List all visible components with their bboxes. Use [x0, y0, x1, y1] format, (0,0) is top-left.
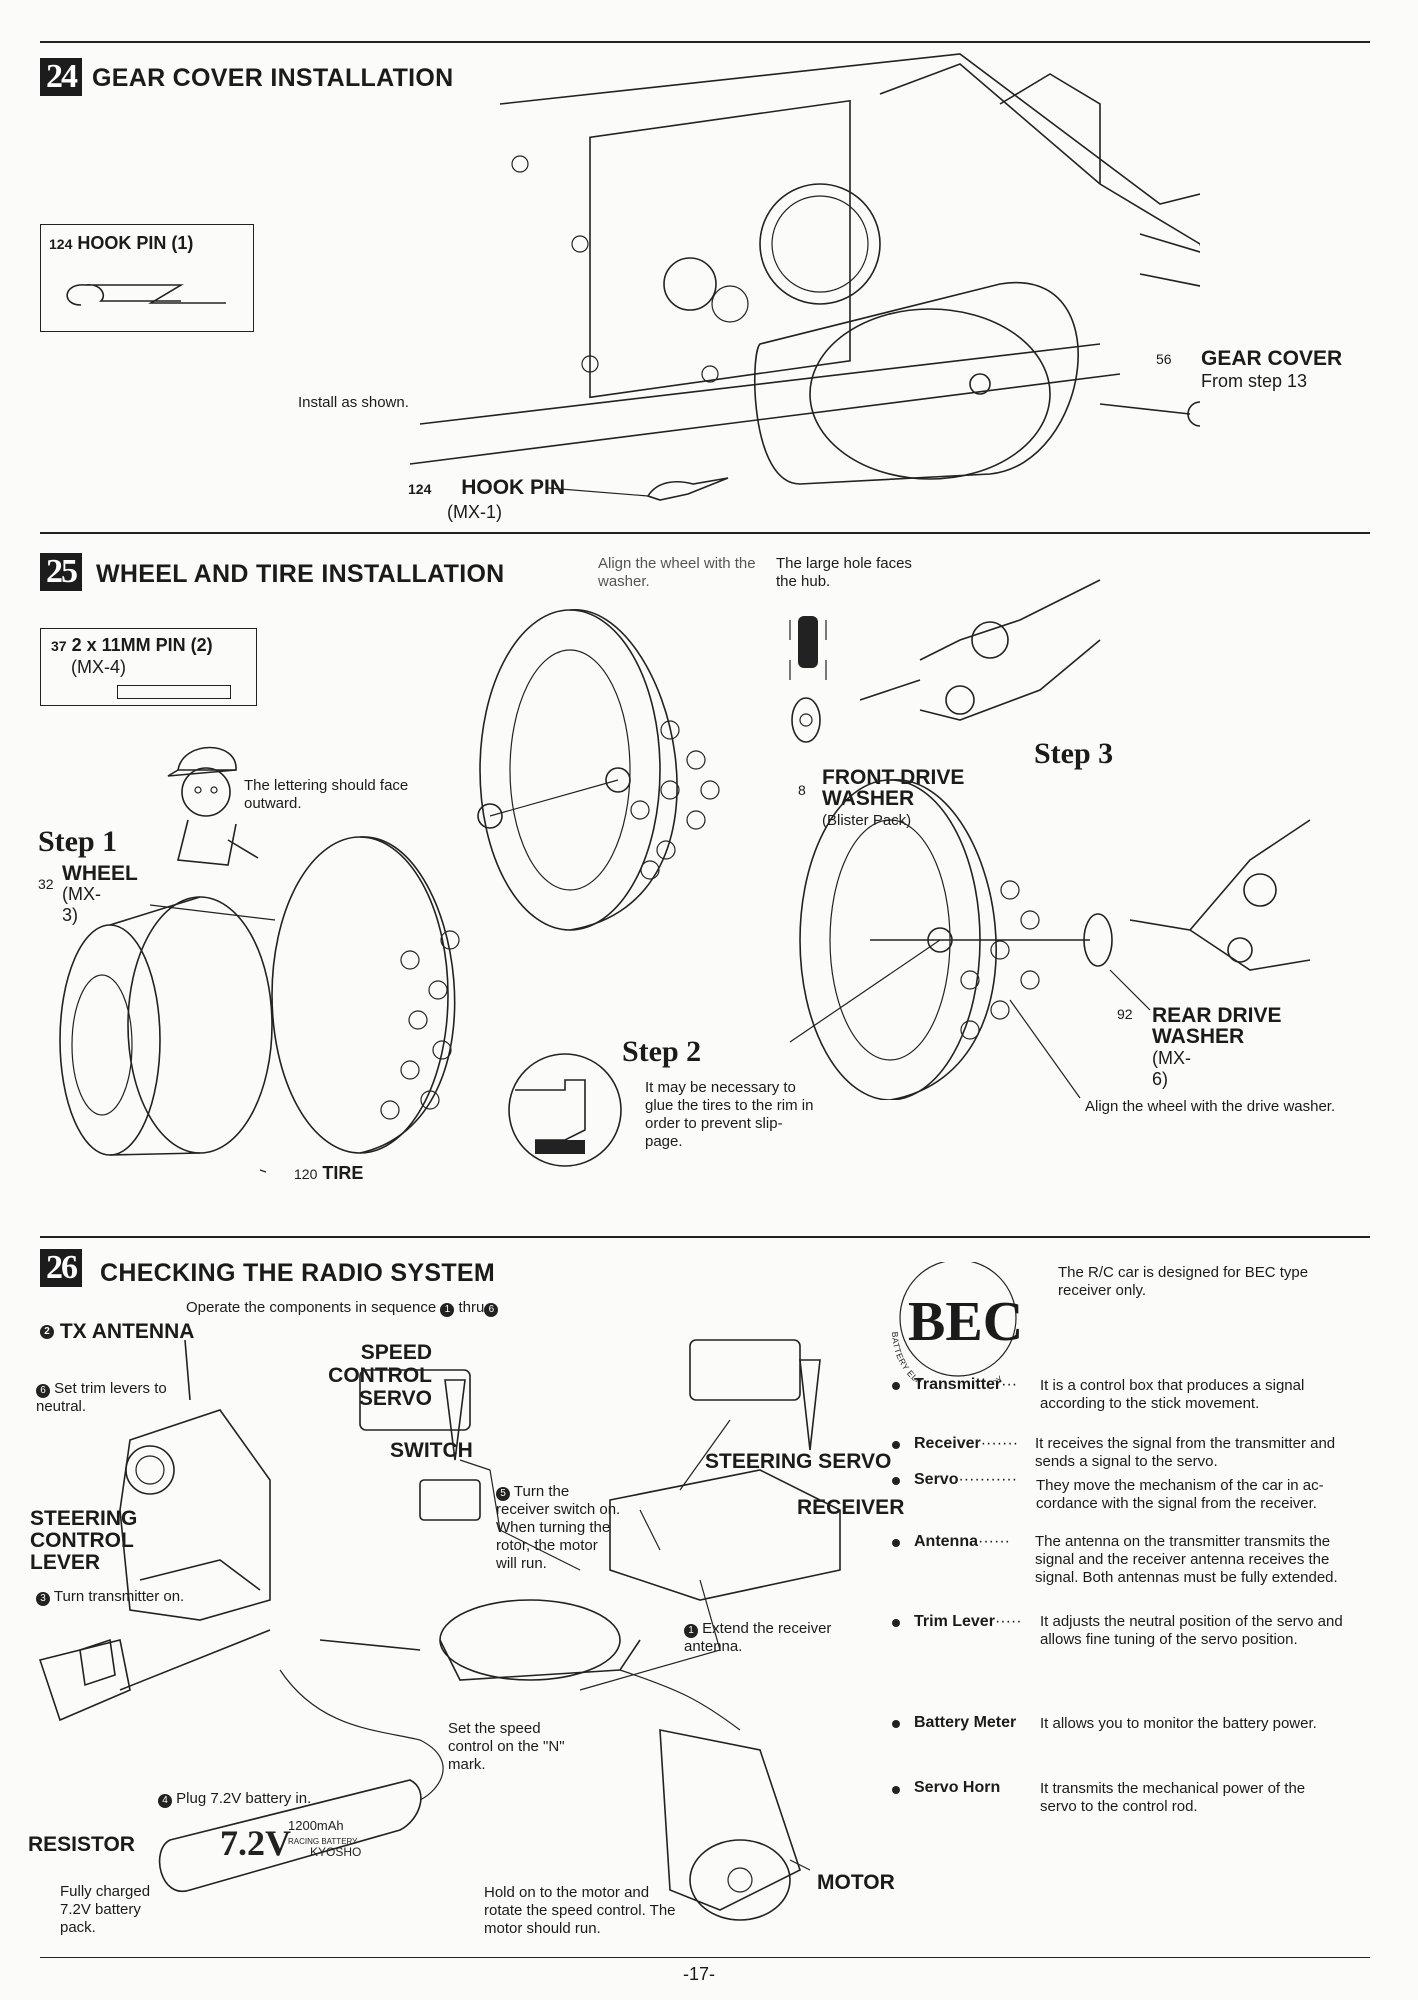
part-number: 92 [1117, 1006, 1133, 1022]
svg-text:BEC: BEC [908, 1291, 1023, 1353]
step-2-note: It may be necessary to glue the tires to… [645, 1079, 814, 1150]
step-1-drawing [59, 836, 460, 1173]
step-1-title: Step 1 [38, 825, 118, 858]
kyosho-mascot-drawing [167, 746, 259, 866]
bullet [892, 1539, 900, 1547]
step-3-drawing [789, 779, 1311, 1100]
glossary-term: Receiver······· [914, 1435, 1019, 1452]
hook-pin-code: (MX-1) [447, 502, 502, 522]
glossary-desc: It transmits the mechanical power of the… [1040, 1780, 1306, 1815]
steering-servo-label: STEERING SERVO [705, 1450, 892, 1473]
part-number: 124 [408, 481, 432, 497]
section-divider-24-25 [40, 532, 1370, 534]
svg-text:1200mAh: 1200mAh [288, 1818, 344, 1833]
part-number: 32 [38, 876, 54, 892]
part-number: 120 [294, 1166, 318, 1182]
section-24-title: GEAR COVER INSTALLATION [92, 64, 454, 92]
pin-icon [117, 685, 231, 699]
glossary-desc: It allows you to monitor the battery pow… [1040, 1715, 1317, 1732]
part-number: 37 [51, 638, 67, 654]
page-number: -17- [683, 1964, 716, 1984]
turn-rx-callout: 5 Turn the receiver switch on. When turn… [496, 1483, 621, 1572]
bullet [892, 1441, 900, 1449]
glossary-desc: It is a control box that produces a sign… [1040, 1377, 1305, 1412]
steering-lever-label: STEERING CONTROL LEVER [30, 1507, 138, 1574]
battery-pack-note: Fully charged 7.2V battery pack. [60, 1883, 151, 1936]
glossary-desc: It receives the signal from the transmit… [1035, 1435, 1336, 1470]
glossary-desc: They move the mechanism of the car in ac… [1036, 1477, 1324, 1512]
gear-cover-drawing [409, 53, 1200, 485]
extend-antenna-callout: 1 Extend the receiver antenna. [684, 1620, 832, 1655]
trim-callout: 6 Set trim levers to neutral. [36, 1380, 167, 1415]
part-number: 8 [798, 782, 806, 798]
step-2-detail-drawing [508, 1053, 622, 1167]
svg-text:RACING BATTERY: RACING BATTERY [288, 1837, 358, 1846]
align-drive-note: Align the wheel with the drive washer. [1085, 1098, 1336, 1115]
bullet [892, 1477, 900, 1485]
section-divider-25-26 [40, 1236, 1370, 1238]
hook-pin-parts-box: 124 HOOK PIN (1) [40, 224, 254, 332]
hook-pin-box-label: 124 HOOK PIN (1) [49, 233, 194, 253]
speed-n-note: Set the speed control on the "N" mark. [448, 1720, 565, 1773]
bullet [892, 1382, 900, 1390]
sequence-note: Operate the components in sequence 1 thr… [186, 1299, 499, 1317]
motor-label: MOTOR [817, 1871, 895, 1894]
resistor-label: RESISTOR [28, 1833, 135, 1856]
tire-callout: 120 TIRE [294, 1163, 364, 1183]
glossary-term: Battery Meter [914, 1714, 1017, 1731]
section-26-number: 26 [40, 1249, 82, 1287]
part-number: 56 [1156, 351, 1172, 367]
glossary-term: Servo Horn [914, 1779, 1001, 1796]
part-number: 124 [49, 236, 73, 252]
align-washer-note: Align the wheel with the washer. [598, 555, 756, 590]
hook-pin-leader [548, 477, 729, 501]
glossary-term: Servo··········· [914, 1471, 1018, 1488]
front-hub-drawing [789, 579, 1101, 743]
large-hole-note: The large hole faces the hub. [776, 555, 912, 590]
step-2-wheel-drawing [477, 609, 720, 931]
glossary-desc: It adjusts the neutral position of the s… [1040, 1613, 1343, 1648]
bullet [892, 1720, 900, 1728]
section-26-title: CHECKING THE RADIO SYSTEM [100, 1259, 496, 1287]
pin-parts-box: 37 2 x 11MM PIN (2) (MX-4) [40, 628, 257, 706]
svg-text:7.2V: 7.2V [220, 1823, 291, 1863]
step-2-title: Step 2 [622, 1035, 702, 1068]
bottom-rule [40, 1957, 1370, 1958]
hook-pin-callout: 124 HOOK PIN [408, 476, 566, 499]
step-3-title: Step 3 [1034, 737, 1114, 770]
bullet [892, 1619, 900, 1627]
glossary-desc: The antenna on the transmitter transmits… [1035, 1533, 1338, 1586]
lettering-note: The lettering should face outward. [244, 777, 409, 812]
pin-box-label: 37 2 x 11MM PIN (2) [51, 635, 213, 655]
glossary-term: Transmitter··· [914, 1376, 1018, 1393]
bullet [892, 1786, 900, 1794]
section-24-number: 24 [40, 58, 82, 96]
install-note: Install as shown. [298, 394, 409, 411]
glossary-term: Antenna······ [914, 1533, 1010, 1550]
bec-note: The R/C car is designed for BEC type rec… [1058, 1264, 1309, 1299]
top-rule [40, 41, 1370, 43]
section-25-title: WHEEL AND TIRE INSTALLATION [96, 560, 505, 588]
tx-antenna-callout: 2 TX ANTENNA [40, 1320, 194, 1343]
bec-logo: BEC BATTERY ELIMINATOR CIRCUITRY [890, 1262, 1023, 1382]
pin-box-code: (MX-4) [71, 657, 126, 677]
radio-system-drawing: 7.2V 1200mAh RACING BATTERY KYOSHO [38, 1339, 841, 1921]
glossary-term: Trim Lever····· [914, 1613, 1022, 1630]
svg-text:KYOSHO: KYOSHO [310, 1845, 361, 1859]
turn-tx-callout: 3 Turn transmitter on. [36, 1588, 186, 1606]
plug-battery-callout: 4 Plug 7.2V battery in. [158, 1790, 318, 1808]
section-25-number: 25 [40, 553, 82, 591]
switch-label: SWITCH [390, 1439, 473, 1462]
hook-pin-icon [66, 284, 226, 306]
hold-motor-note: Hold on to the motor and rotate the spee… [484, 1884, 676, 1937]
